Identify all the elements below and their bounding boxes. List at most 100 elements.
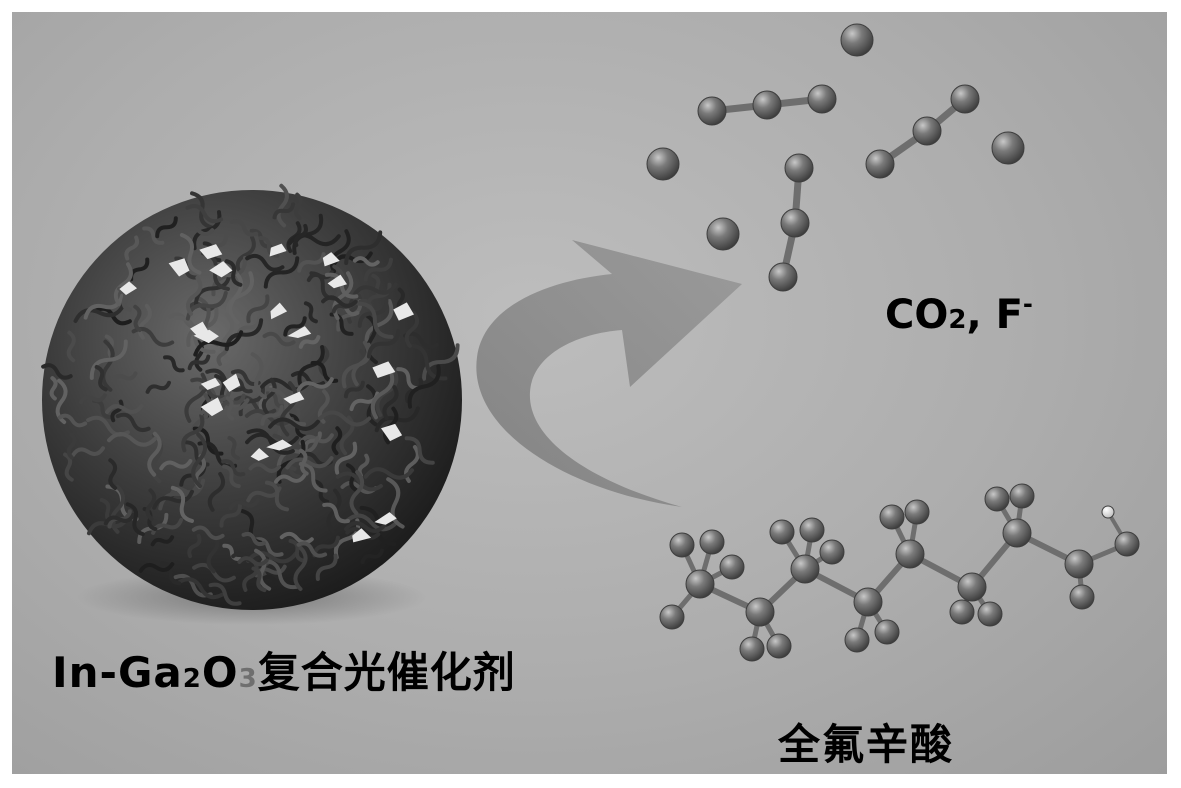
- wrinkle: [382, 385, 399, 421]
- wrinkle: [229, 219, 259, 237]
- highlight-flake: [269, 243, 287, 257]
- wrinkle: [241, 531, 267, 547]
- highlight-flake: [209, 261, 233, 278]
- wrinkle: [185, 275, 203, 316]
- wrinkle: [246, 551, 298, 564]
- wrinkle: [108, 458, 118, 490]
- highlight-flake: [352, 528, 372, 543]
- wrinkle: [273, 473, 307, 484]
- fluorine-atom: [949, 599, 975, 625]
- wrinkle: [219, 503, 242, 528]
- wrinkle: [332, 251, 373, 266]
- co2-atom: [865, 149, 895, 179]
- co2-atom: [780, 208, 810, 238]
- wrinkle: [343, 521, 387, 533]
- wrinkle: [352, 256, 380, 267]
- catalyst-o-symbol: O: [201, 648, 239, 697]
- wrinkle: [260, 559, 299, 590]
- wrinkle: [41, 363, 73, 380]
- fluorine-atom: [799, 517, 825, 543]
- wrinkle: [222, 543, 242, 562]
- products-label: CO2, F-: [885, 292, 1033, 335]
- co2-atom: [784, 153, 814, 183]
- fluoride-charge: -: [1022, 290, 1033, 318]
- wrinkle: [191, 525, 225, 541]
- wrinkle: [110, 399, 124, 423]
- products-group: [646, 23, 1025, 292]
- wrinkle: [160, 561, 182, 586]
- highlight-flake: [200, 397, 224, 417]
- highlight-flake: [200, 377, 221, 390]
- fluorine-atom: [659, 604, 685, 630]
- wrinkle: [344, 230, 383, 266]
- carbon-atom: [745, 597, 775, 627]
- fluorine-atom: [699, 529, 725, 555]
- wrinkle: [105, 403, 144, 415]
- catalyst-o-subscript: 3: [238, 664, 258, 694]
- wrinkle: [296, 377, 334, 393]
- wrinkle: [298, 461, 328, 493]
- wrinkle: [142, 226, 165, 245]
- fluorine-atom: [766, 633, 792, 659]
- fluorine-atom: [977, 601, 1003, 627]
- wrinkle: [366, 329, 401, 359]
- wrinkle: [322, 502, 350, 524]
- highlight-flake: [322, 252, 340, 267]
- fluoride-symbol: , F: [966, 292, 1023, 338]
- wrinkle: [297, 252, 326, 273]
- wrinkle: [298, 448, 309, 476]
- reaction-arrow: [476, 240, 742, 507]
- wrinkle: [181, 413, 205, 453]
- highlight-flake: [270, 302, 288, 320]
- wrinkle: [356, 301, 394, 339]
- co2-atom: [752, 90, 782, 120]
- wrinkle: [279, 381, 298, 437]
- wrinkle: [363, 467, 415, 480]
- wrinkle: [225, 271, 255, 321]
- carbon-atom: [790, 554, 820, 584]
- wrinkle: [360, 548, 384, 565]
- wrinkle: [298, 335, 321, 349]
- wrinkle: [179, 232, 202, 275]
- carbon-atom: [1002, 518, 1032, 548]
- wrinkle: [222, 464, 241, 489]
- wrinkle: [349, 470, 365, 516]
- highlight-flake: [283, 391, 305, 404]
- wrinkle: [185, 204, 224, 224]
- wrinkle: [124, 235, 140, 261]
- fluorine-atom: [879, 504, 905, 530]
- wrinkle: [251, 566, 267, 593]
- catalyst-particle: [41, 183, 462, 625]
- highlight-flake: [250, 447, 270, 461]
- wrinkle: [187, 354, 211, 371]
- wrinkle: [279, 531, 314, 545]
- wrinkle: [63, 452, 74, 482]
- wrinkle: [352, 282, 398, 298]
- wrinkle: [191, 432, 208, 489]
- wrinkle: [94, 364, 108, 392]
- wrinkle: [107, 432, 158, 447]
- wrinkle: [49, 376, 58, 401]
- wrinkle: [260, 405, 284, 426]
- wrinkle: [363, 257, 393, 282]
- fluorine-atom: [984, 486, 1010, 512]
- wrinkle: [101, 339, 115, 392]
- wrinkle: [228, 497, 260, 511]
- wrinkle: [183, 226, 215, 236]
- wrinkle: [421, 343, 460, 381]
- wrinkle: [321, 295, 358, 308]
- oxygen-atom: [1114, 531, 1140, 557]
- co-symbol: CO: [885, 292, 949, 338]
- wrinkle: [294, 192, 303, 221]
- wrinkle: [221, 459, 246, 477]
- wrinkle: [113, 262, 133, 307]
- wrinkle: [343, 380, 365, 399]
- wrinkle: [66, 330, 76, 363]
- wrinkle: [288, 539, 306, 563]
- wrinkle: [225, 396, 235, 421]
- fluorine-atom: [669, 532, 695, 558]
- wrinkle: [396, 367, 421, 391]
- highlight-flake: [381, 423, 403, 442]
- fluorine-atom: [769, 519, 795, 545]
- wrinkle: [79, 393, 107, 405]
